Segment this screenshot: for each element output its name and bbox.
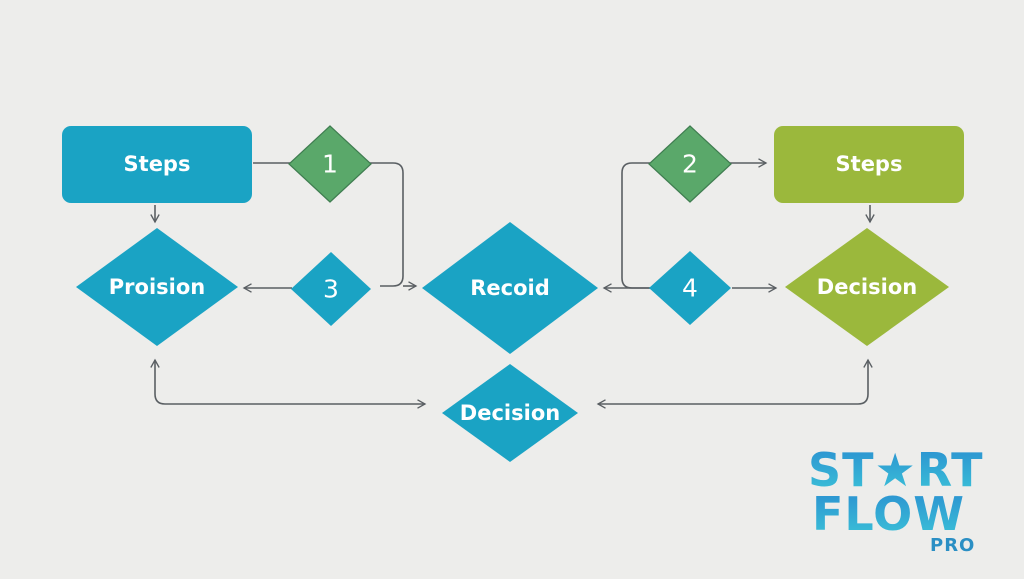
node-steps-left[interactable]: Steps [62, 126, 252, 203]
node-decision-bottom-label: Decision [460, 401, 560, 425]
node-steps-right[interactable]: Steps [774, 126, 964, 203]
node-provision-label: Proision [109, 275, 205, 299]
marker-2[interactable]: 2 [648, 125, 732, 203]
marker-3[interactable]: 3 [291, 252, 371, 326]
node-record[interactable]: Recoid [422, 222, 598, 354]
node-steps-left-label: Steps [124, 152, 191, 176]
node-record-label: Recoid [470, 276, 550, 300]
logo-line-start: ST★RT [808, 443, 983, 497]
connector-1-loop [370, 162, 404, 287]
marker-1[interactable]: 1 [288, 125, 372, 203]
connector-decision-to-provision [150, 358, 427, 409]
startflow-logo: ST★RT FLOW PRO [808, 443, 983, 556]
connectors [150, 158, 875, 409]
node-steps-right-label: Steps [836, 152, 903, 176]
connector-2-loop [621, 162, 650, 289]
marker-1-label: 1 [322, 150, 338, 179]
logo-line-pro: PRO [930, 535, 975, 556]
node-decision-bottom[interactable]: Decision [442, 364, 578, 462]
marker-4-label: 4 [682, 274, 698, 303]
marker-2-label: 2 [682, 150, 698, 179]
connector-decision-to-decision [596, 358, 873, 409]
marker-4[interactable]: 4 [649, 251, 731, 325]
logo-line-flow: FLOW [812, 487, 965, 541]
node-decision-right-label: Decision [817, 275, 917, 299]
node-provision[interactable]: Proision [76, 228, 238, 346]
node-decision-right[interactable]: Decision [785, 228, 949, 346]
marker-3-label: 3 [323, 275, 339, 304]
